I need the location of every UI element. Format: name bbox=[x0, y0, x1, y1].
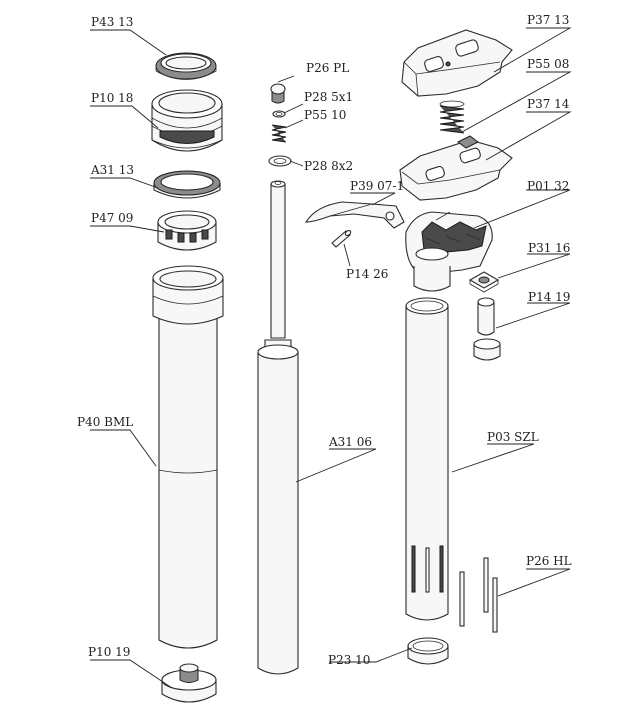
part-p43-13-top-cap bbox=[155, 52, 217, 80]
label-p47-09: P47 09 bbox=[91, 211, 133, 225]
label-p55-08: P55 08 bbox=[527, 57, 569, 71]
part-p10-19-bottom-cap bbox=[161, 663, 217, 703]
label-p26-hl: P26 HL bbox=[526, 554, 572, 568]
part-p14-26-pin bbox=[331, 229, 352, 248]
label-p23-10: P23 10 bbox=[328, 653, 370, 667]
part-p01-32-seat-head bbox=[405, 211, 493, 292]
label-p40-bml: P40 BML bbox=[77, 415, 133, 429]
label-p31-16: P31 16 bbox=[528, 241, 570, 255]
label-p55-10: P55 10 bbox=[304, 108, 346, 122]
part-a31-13-ring bbox=[153, 170, 221, 199]
label-a31-13: A31 13 bbox=[90, 163, 134, 177]
part-a31-06-cartridge bbox=[257, 180, 299, 675]
part-p31-16-square-nut bbox=[468, 271, 500, 293]
label-p28-5x1: P28 5x1 bbox=[304, 90, 353, 104]
label-p43-13: P43 13 bbox=[91, 15, 133, 29]
label-p10-18: P10 18 bbox=[91, 91, 133, 105]
label-p01-32: P01 32 bbox=[527, 179, 569, 193]
label-p37-13: P37 13 bbox=[527, 13, 569, 27]
label-p26-pl: P26 PL bbox=[306, 61, 349, 75]
part-p47-09-bearing bbox=[157, 210, 217, 251]
part-p39-07-1-lever bbox=[305, 201, 405, 229]
label-p14-26: P14 26 bbox=[346, 267, 388, 281]
part-p23-10-ring bbox=[407, 637, 449, 665]
part-p10-18-headset-cup bbox=[151, 89, 223, 152]
part-p37-14-bottom-clamp bbox=[399, 135, 513, 201]
part-labels: P43 13 P10 18 A31 13 P47 09 P40 BML P10 … bbox=[77, 13, 572, 667]
leader-lines bbox=[90, 27, 572, 689]
part-p14-19-bushing bbox=[473, 297, 501, 361]
part-p28-8x2-oring bbox=[268, 155, 292, 167]
label-p10-19: P10 19 bbox=[88, 645, 130, 659]
label-p39-07-1: P39 07-1 bbox=[350, 179, 404, 193]
part-p28-5x1-oring bbox=[272, 110, 286, 118]
label-a31-06: A31 06 bbox=[328, 435, 372, 449]
label-p14-19: P14 19 bbox=[528, 290, 570, 304]
label-p03-szl: P03 SZL bbox=[487, 430, 539, 444]
part-p26-hl-keys bbox=[459, 557, 498, 633]
part-p26-pl-plug bbox=[270, 83, 286, 104]
part-p03-szl-inner-tube bbox=[405, 297, 449, 621]
part-p55-08-spring bbox=[439, 100, 465, 134]
part-p40-bml-outer-tube bbox=[152, 265, 224, 649]
part-p37-13-top-clamp bbox=[401, 29, 513, 97]
label-p37-14: P37 14 bbox=[527, 97, 570, 111]
part-p55-10-spring bbox=[271, 124, 287, 143]
label-p28-8x2: P28 8x2 bbox=[304, 159, 353, 173]
